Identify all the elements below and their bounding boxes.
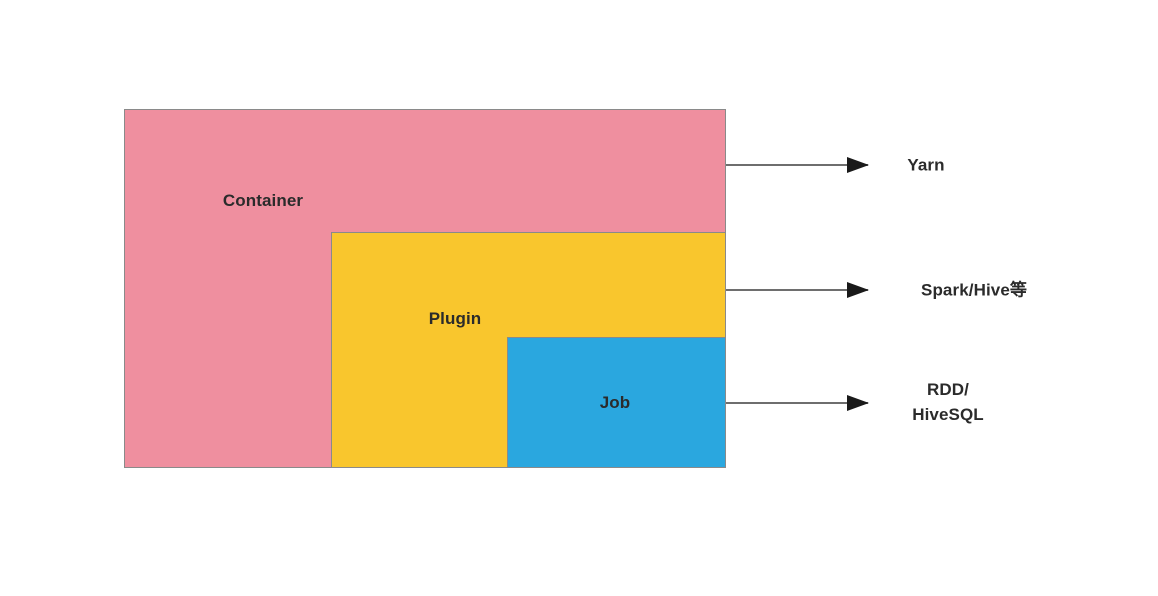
callout-label-rdd-hivesql: RDD/ HiveSQL <box>912 380 984 424</box>
callout-label-yarn: Yarn <box>907 155 945 175</box>
box-label-container: Container <box>222 191 304 210</box>
box-label-job: Job <box>599 393 631 412</box>
box-label-plugin: Plugin <box>428 309 482 328</box>
box-job[interactable] <box>507 337 726 468</box>
callout-label-spark-hive: Spark/Hive等 <box>921 280 1027 300</box>
